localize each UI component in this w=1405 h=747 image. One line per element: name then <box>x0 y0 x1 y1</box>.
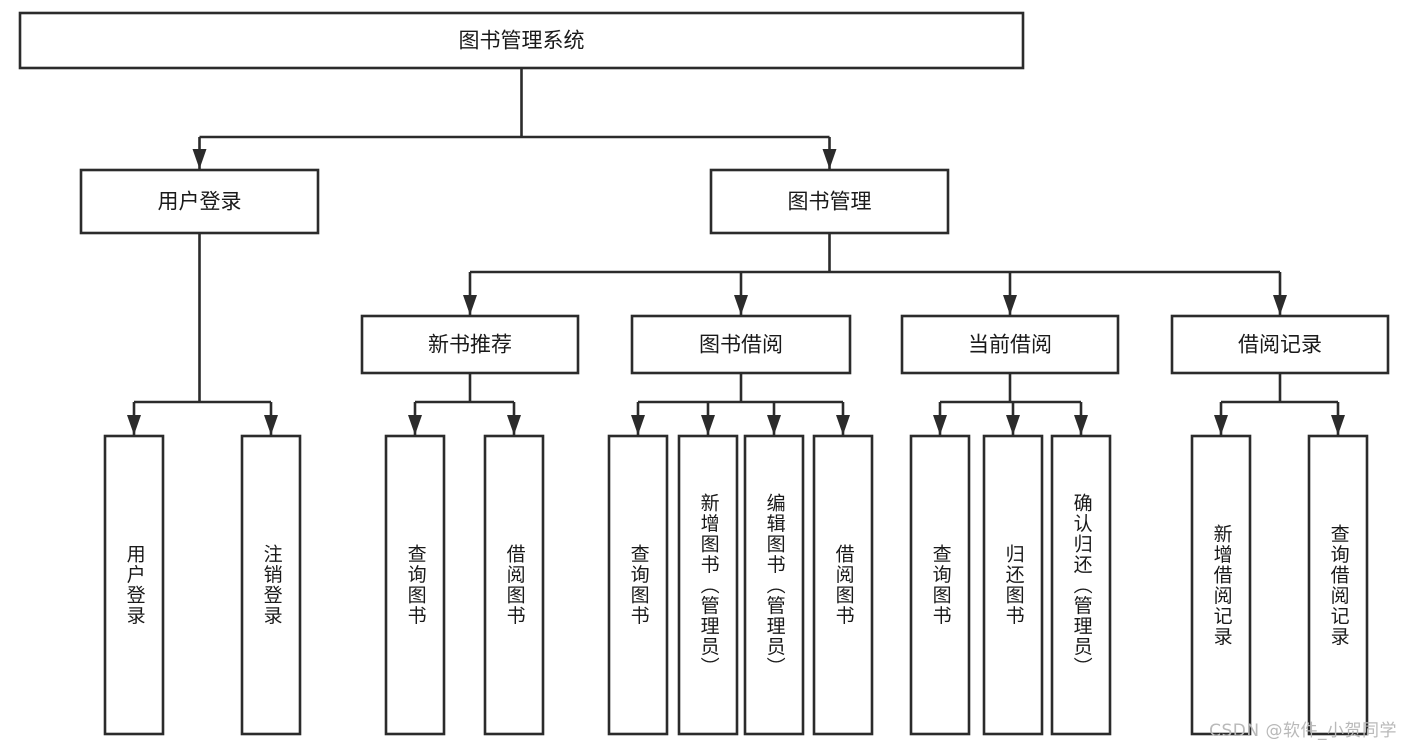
arrow-head <box>1003 295 1017 315</box>
node-box-leaf-user-login[interactable] <box>103 434 165 736</box>
arrow-head <box>933 415 947 435</box>
arrow-head <box>408 415 422 435</box>
node-box-root[interactable] <box>18 11 1025 70</box>
arrow-head <box>767 415 781 435</box>
node-label-book-borrow: 图书借阅 <box>699 333 783 357</box>
node-box-leaf-borrow-book-1[interactable] <box>483 434 545 736</box>
arrow-head <box>463 295 477 315</box>
node-label-new-book-rec: 新书推荐 <box>428 333 512 357</box>
node-box-borrow-record[interactable] <box>1170 314 1390 375</box>
edges-layer <box>127 68 1345 435</box>
arrow-head <box>701 415 715 435</box>
arrow-head <box>192 149 207 169</box>
node-box-book-borrow[interactable] <box>630 314 852 375</box>
watermark: CSDN @软件_小贺同学 <box>1209 721 1397 741</box>
node-label-user-login: 用户登录 <box>158 190 242 214</box>
node-box-leaf-query-book-1[interactable] <box>384 434 446 736</box>
node-box-leaf-query-book-2[interactable] <box>607 434 669 736</box>
node-box-leaf-query-record[interactable] <box>1307 434 1369 736</box>
arrow-head <box>507 415 521 435</box>
node-box-user-login[interactable] <box>79 168 320 235</box>
node-label-borrow-record: 借阅记录 <box>1238 333 1322 357</box>
arrow-head <box>631 415 645 435</box>
arrow-head <box>127 415 141 435</box>
arrow-head <box>822 149 837 169</box>
boxes-layer <box>18 11 1390 736</box>
node-box-leaf-confirm-return[interactable] <box>1050 434 1112 736</box>
arrow-head <box>1006 415 1020 435</box>
node-box-leaf-edit-book[interactable] <box>743 434 805 736</box>
arrow-head <box>734 295 748 315</box>
node-box-current-borrow[interactable] <box>900 314 1120 375</box>
arrow-head <box>1214 415 1228 435</box>
node-box-leaf-add-book[interactable] <box>677 434 739 736</box>
arrow-head <box>1074 415 1088 435</box>
node-box-leaf-return-book[interactable] <box>982 434 1044 736</box>
node-box-leaf-logout[interactable] <box>240 434 302 736</box>
arrow-head <box>264 415 278 435</box>
node-label-root: 图书管理系统 <box>459 29 585 53</box>
arrow-head <box>836 415 850 435</box>
node-label-current-borrow: 当前借阅 <box>968 333 1052 357</box>
node-box-leaf-borrow-book-2[interactable] <box>812 434 874 736</box>
node-box-new-book-rec[interactable] <box>360 314 580 375</box>
arrow-head <box>1273 295 1287 315</box>
node-box-leaf-add-record[interactable] <box>1190 434 1252 736</box>
node-label-book-admin: 图书管理 <box>788 190 872 214</box>
node-box-leaf-query-book-3[interactable] <box>909 434 971 736</box>
node-box-book-admin[interactable] <box>709 168 950 235</box>
arrow-head <box>1331 415 1345 435</box>
